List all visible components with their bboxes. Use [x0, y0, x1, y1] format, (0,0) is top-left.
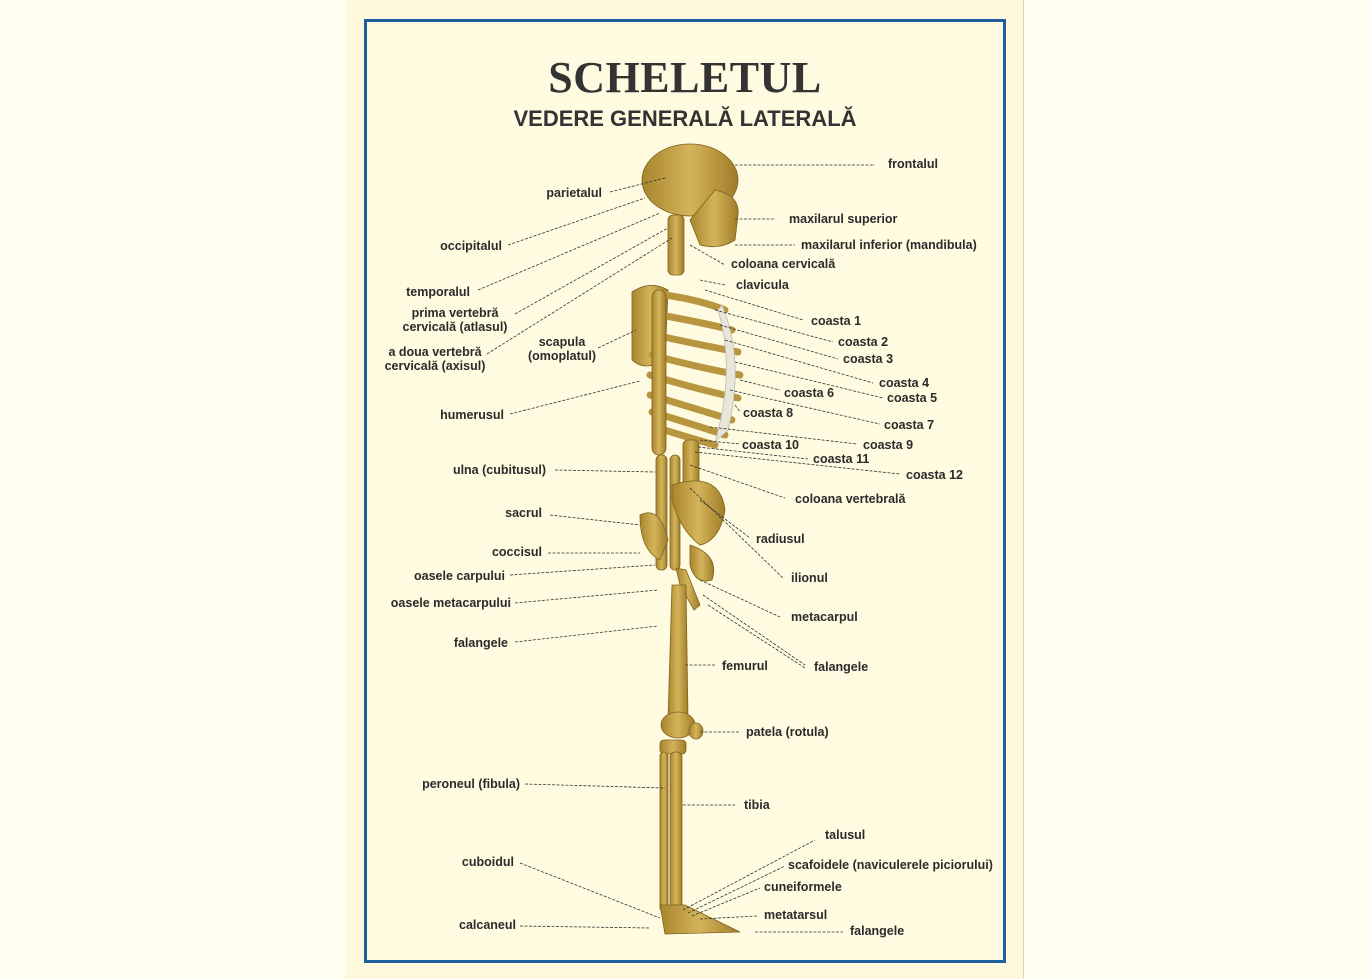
label-coloana-vertebrala: coloana vertebrală [795, 492, 906, 506]
label-radiusul: radiusul [756, 532, 805, 546]
label-falangele-mana: falangele [453, 636, 508, 650]
label-oasele-carpului: oasele carpului [413, 569, 505, 583]
label-calcaneul: calcaneul [459, 918, 516, 932]
label-occipitalul: occipitalul [440, 239, 502, 253]
label-oasele-metacarpului: oasele metacarpului [390, 596, 511, 610]
label-falangele-dreapta: falangele [814, 660, 869, 674]
label-coasta-2: coasta 2 [838, 335, 889, 349]
label-atlas-line1: prima vertebră [411, 306, 499, 320]
label-clavicula: clavicula [736, 278, 789, 292]
label-humerusul: humerusul [440, 408, 504, 422]
label-axis-line2: cervicală (axisul) [384, 359, 486, 373]
label-axis-line1: a doua vertebră [388, 345, 482, 359]
label-falangele-picior: falangele [850, 924, 905, 938]
label-coccisul: coccisul [491, 545, 542, 559]
label-maxilarul-inferior: maxilarul inferior (mandibula) [801, 238, 977, 252]
label-coasta-10: coasta 10 [742, 438, 799, 452]
label-metacarpul: metacarpul [791, 610, 858, 624]
label-atlas-line2: cervicală (atlasul) [402, 320, 508, 334]
label-coloana-cervicala: coloana cervicală [731, 257, 836, 271]
label-coasta-9: coasta 9 [863, 438, 914, 452]
label-coasta-6: coasta 6 [784, 386, 835, 400]
poster-subtitle: VEDERE GENERALĂ LATERALĂ [513, 106, 857, 131]
label-coasta-7: coasta 7 [884, 418, 935, 432]
label-coasta-11: coasta 11 [813, 452, 870, 466]
label-tibia: tibia [744, 798, 770, 812]
label-ulna: ulna (cubitusul) [452, 463, 546, 477]
label-coasta-1: coasta 1 [811, 314, 862, 328]
label-coasta-4: coasta 4 [879, 376, 930, 390]
label-metatarsul: metatarsul [764, 908, 828, 922]
label-scafoidele: scafoidele (naviculerele piciorului) [788, 858, 993, 872]
label-maxilarul-superior: maxilarul superior [789, 212, 898, 226]
label-talusul: talusul [825, 828, 866, 842]
label-peroneul: peroneul (fibula) [422, 777, 520, 791]
label-parietalul: parietalul [546, 186, 602, 200]
label-sacrul: sacrul [505, 506, 542, 520]
poster-title: SCHELETUL [548, 53, 822, 102]
label-coasta-8: coasta 8 [743, 406, 794, 420]
label-scapula-line2: (omoplatul) [527, 349, 597, 363]
label-temporalul: temporalul [406, 285, 470, 299]
label-patela: patela (rotula) [746, 725, 829, 739]
label-coasta-3: coasta 3 [843, 352, 894, 366]
label-frontalul: frontalul [888, 157, 938, 171]
label-cuboidul: cuboidul [461, 855, 514, 869]
label-cuneiformele: cuneiformele [764, 880, 842, 894]
label-ilionul: ilionul [791, 571, 828, 585]
label-coasta-5: coasta 5 [887, 391, 938, 405]
label-coasta-12: coasta 12 [906, 468, 963, 482]
label-scapula-line1: scapula [538, 335, 586, 349]
label-femurul: femurul [722, 659, 768, 673]
